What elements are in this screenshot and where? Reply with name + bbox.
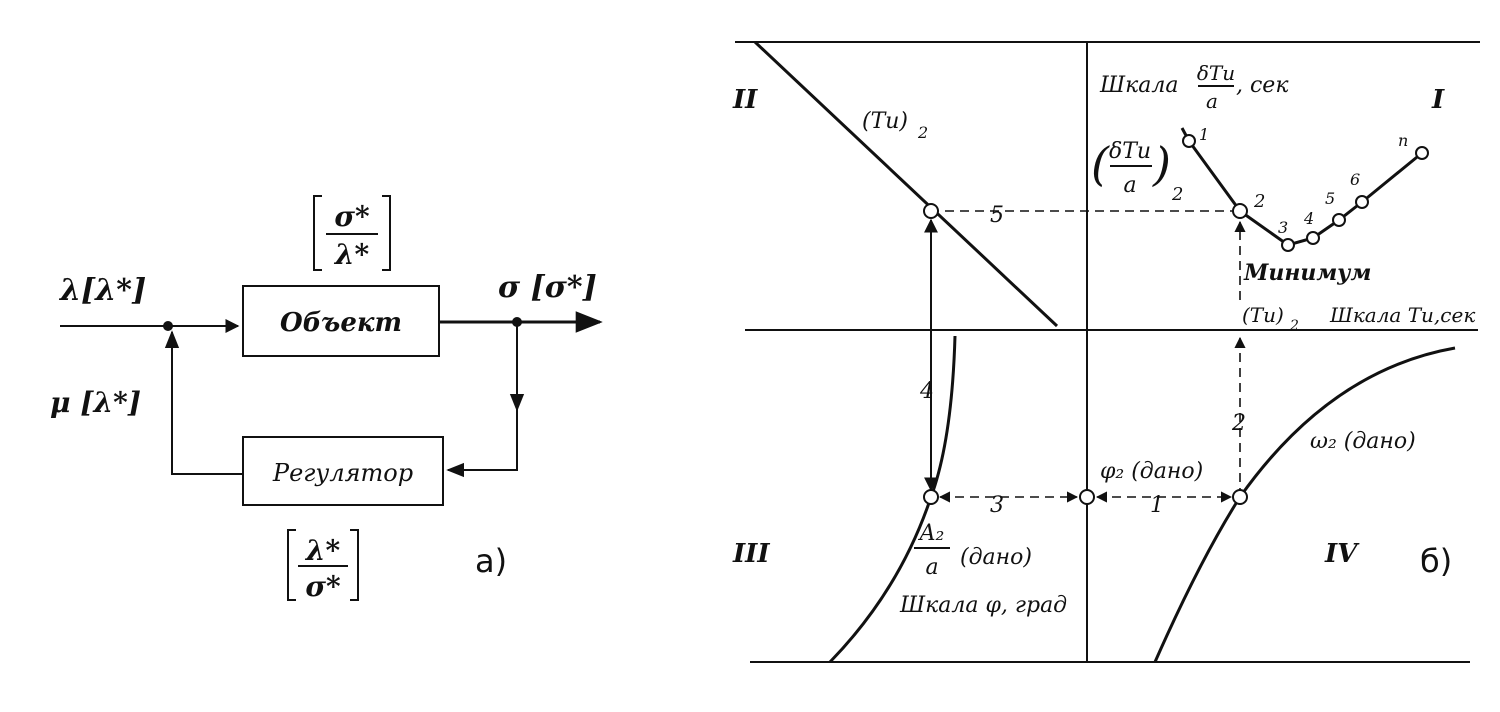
object-block-label: Объект bbox=[280, 308, 402, 338]
point-1-label: 1 bbox=[1199, 125, 1209, 144]
point-2-label: 2 bbox=[1253, 191, 1265, 212]
step-2-label: 2 bbox=[1231, 411, 1246, 436]
dti-curve-quadrant-1 bbox=[1187, 140, 1423, 247]
step-1-label: 1 bbox=[1150, 493, 1164, 518]
point-n bbox=[1415, 146, 1429, 160]
point-5-label: 5 bbox=[1325, 189, 1335, 208]
a2-point bbox=[923, 489, 939, 505]
step-3-label: 3 bbox=[990, 493, 1004, 518]
feedback-return-line bbox=[446, 410, 518, 478]
block-diagram-a: Объект Регулятор λ[λ*] μ [λ*] σ [σ*] σ* … bbox=[50, 195, 603, 603]
minimum-label: Минимум bbox=[1243, 260, 1371, 286]
point-6-label: 6 bbox=[1350, 170, 1360, 189]
phi-label: φ₂ (дано) bbox=[1100, 459, 1203, 484]
summing-junction bbox=[163, 321, 173, 331]
dti-sub: 2 bbox=[1171, 184, 1183, 205]
object-ratio: σ* λ* bbox=[313, 195, 391, 271]
ti2-point bbox=[923, 203, 939, 219]
ti2-bottom-label: (Tи) bbox=[1242, 303, 1284, 327]
scale-top-unit: , сек bbox=[1236, 73, 1289, 98]
point-2 bbox=[1232, 203, 1248, 219]
step-4-label: 4 bbox=[919, 379, 934, 404]
ti2-label: (Tи) bbox=[862, 109, 908, 134]
svg-text:): ) bbox=[1152, 137, 1171, 191]
a2-frac-num: A₂ bbox=[918, 521, 945, 546]
dti-frac-num: δTи bbox=[1109, 139, 1151, 164]
regulator-ratio: λ* σ* bbox=[287, 529, 359, 603]
scale-top-frac-num: δTи bbox=[1197, 61, 1235, 85]
input-label: λ[λ*] bbox=[58, 273, 146, 308]
regulator-block-label: Регулятор bbox=[272, 459, 413, 487]
object-ratio-denominator: λ* bbox=[334, 238, 370, 271]
point-5 bbox=[1332, 213, 1346, 227]
point-n-label: n bbox=[1398, 131, 1408, 150]
point-3-label: 3 bbox=[1278, 218, 1288, 237]
quadrant-2-label: II bbox=[732, 85, 758, 115]
nomogram-b: I II III IV (Tи) 2 Шкала δTи a , сек ( δ… bbox=[732, 40, 1480, 664]
point-4-label: 4 bbox=[1303, 209, 1314, 228]
phi-point bbox=[1079, 489, 1095, 505]
regulator-ratio-numerator: λ* bbox=[305, 534, 341, 567]
scale-phi-label: Шкала φ, град bbox=[899, 593, 1067, 618]
ti2-sub: 2 bbox=[917, 123, 928, 142]
quadrant-1-label: I bbox=[1431, 85, 1445, 115]
point-4 bbox=[1306, 231, 1320, 245]
output-label: σ [σ*] bbox=[498, 270, 597, 305]
a2-given-label: (дано) bbox=[960, 545, 1032, 570]
feedback-label: μ [λ*] bbox=[50, 386, 141, 419]
ti2-bottom-sub: 2 bbox=[1289, 318, 1299, 334]
step-5-label: 5 bbox=[990, 203, 1004, 228]
object-ratio-numerator: σ* bbox=[334, 200, 370, 233]
panel-letter-b: б) bbox=[1420, 542, 1452, 580]
panel-letter-a: a) bbox=[475, 542, 507, 580]
scale-ti-label: Шкала Tи,сек bbox=[1329, 303, 1475, 327]
point-3 bbox=[1281, 238, 1295, 252]
dti-frac-den: a bbox=[1123, 173, 1136, 198]
svg-text:(: ( bbox=[1091, 137, 1110, 191]
a2-frac-den: a bbox=[925, 555, 938, 580]
dti-ratio-label: ( δTи a ) 2 bbox=[1091, 137, 1183, 205]
object-block bbox=[242, 285, 440, 357]
scale-top-frac-den: a bbox=[1206, 89, 1218, 113]
scale-top-label: Шкала bbox=[1099, 73, 1178, 98]
ti-line-quadrant-2 bbox=[753, 40, 1059, 328]
omega-point bbox=[1232, 489, 1248, 505]
feedback-left-line bbox=[171, 385, 243, 475]
point-1 bbox=[1182, 134, 1196, 148]
quadrant-3-label: III bbox=[732, 539, 770, 569]
omega-curve-quadrant-4 bbox=[1153, 346, 1456, 663]
omega-label: ω₂ (дано) bbox=[1310, 429, 1416, 454]
regulator-block bbox=[242, 436, 444, 506]
regulator-ratio-denominator: σ* bbox=[305, 570, 341, 603]
quadrant-4-label: IV bbox=[1324, 539, 1360, 569]
point-6 bbox=[1355, 195, 1369, 209]
